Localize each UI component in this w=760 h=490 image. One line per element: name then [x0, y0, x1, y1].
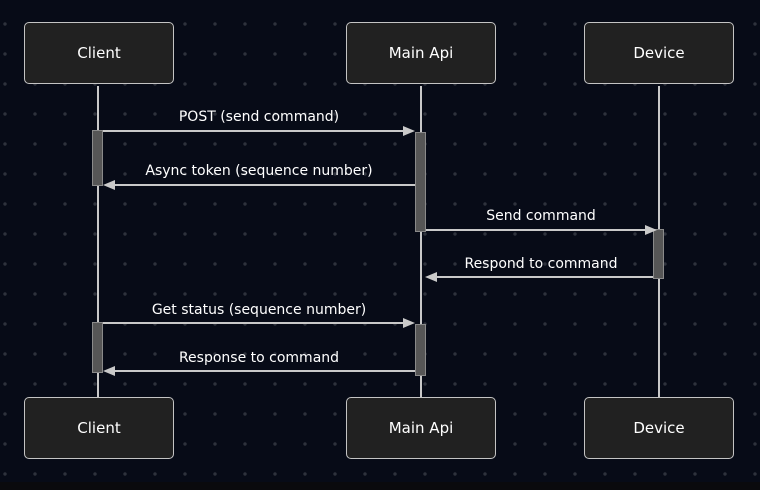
- arrowhead-left-icon: [103, 180, 115, 190]
- actor-box-main-api-bottom: Main Api: [346, 397, 496, 459]
- message-line: [115, 184, 415, 186]
- actor-label-main-api: Main Api: [388, 44, 454, 62]
- actor-label-device: Device: [633, 419, 685, 437]
- message-line: [103, 322, 403, 324]
- message-line: [103, 130, 403, 132]
- message-label: Async token (sequence number): [145, 163, 373, 179]
- arrowhead-left-icon: [103, 366, 115, 376]
- message-label: Send command: [486, 208, 596, 224]
- lifeline-main-api: [420, 86, 422, 397]
- activation-bar-client-1: [92, 130, 103, 186]
- message-label: Response to command: [178, 350, 340, 366]
- message-line: [426, 229, 645, 231]
- actor-label-client: Client: [77, 419, 121, 437]
- message-label: Get status (sequence number): [151, 302, 367, 318]
- actor-label-main-api: Main Api: [388, 419, 454, 437]
- actor-box-main-api-top: Main Api: [346, 22, 496, 84]
- message-line: [115, 370, 415, 372]
- arrowhead-left-icon: [425, 272, 437, 282]
- activation-bar-main-api-2: [415, 324, 426, 376]
- arrowhead-right-icon: [645, 225, 657, 235]
- message-line: [437, 276, 653, 278]
- actor-box-device-top: Device: [584, 22, 734, 84]
- arrowhead-right-icon: [403, 318, 415, 328]
- actor-label-device: Device: [633, 44, 685, 62]
- activation-bar-client-2: [92, 322, 103, 373]
- activation-bar-device-1: [653, 229, 664, 279]
- actor-box-device-bottom: Device: [584, 397, 734, 459]
- arrowhead-right-icon: [403, 126, 415, 136]
- actor-box-client-top: Client: [24, 22, 174, 84]
- lifeline-client: [97, 86, 99, 397]
- activation-bar-main-api-1: [415, 132, 426, 232]
- bottom-edge-strip: [0, 482, 760, 490]
- actor-box-client-bottom: Client: [24, 397, 174, 459]
- message-label: Respond to command: [464, 256, 618, 272]
- message-label: POST (send command): [178, 109, 340, 125]
- actor-label-client: Client: [77, 44, 121, 62]
